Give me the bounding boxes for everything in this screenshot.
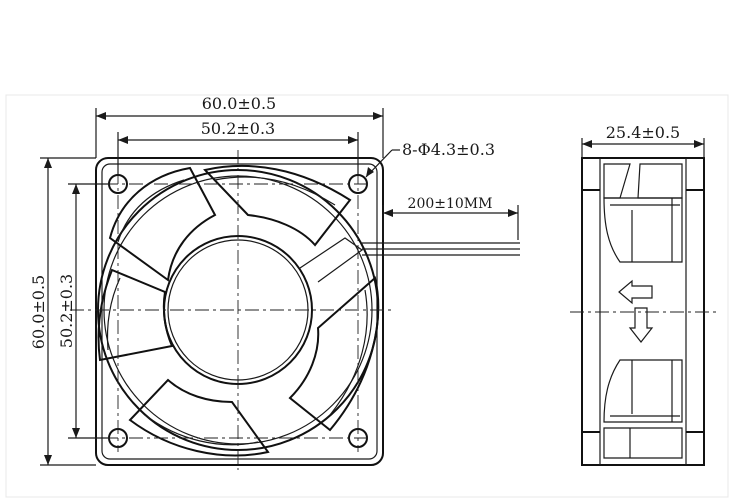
fan-blade [288, 276, 380, 432]
dimension-depth: 25.4±0.5 [581, 123, 705, 158]
lead-wires [362, 242, 520, 256]
wire-spoke [299, 237, 364, 283]
depth-label: 25.4±0.5 [606, 123, 680, 142]
outer-height-label: 60.0±0.5 [29, 275, 48, 349]
fan-blade [108, 166, 217, 282]
drawing-frame [5, 94, 729, 498]
side-blade-section-bottom [582, 359, 704, 459]
side-blade-section-top [582, 163, 704, 263]
fan-blade [203, 165, 352, 247]
hole-spacing-width-label: 50.2±0.3 [201, 119, 275, 138]
callout-mount-holes: 8-Φ4.3±0.3 [365, 140, 495, 178]
fan-blades [97, 165, 380, 457]
side-view: 25.4±0.5 [570, 123, 718, 466]
fan-blade [128, 378, 270, 457]
mount-holes-label: 8-Φ4.3±0.3 [402, 140, 495, 159]
hole-spacing-height-label: 50.2±0.3 [57, 274, 76, 348]
dimension-hole-spacing-width: 50.2±0.3 [117, 119, 359, 176]
arrow-left-icon [618, 279, 653, 305]
side-frame-outline [581, 157, 705, 466]
front-view: 60.0±0.5 50.2±0.3 60.0±0.5 50 [29, 94, 520, 470]
lead-length-label: 200±10MM [408, 196, 493, 212]
dimension-hole-spacing-height: 50.2±0.3 [57, 183, 108, 439]
dimension-outer-width: 60.0±0.5 [95, 94, 384, 158]
arrow-down-icon [628, 307, 654, 343]
dimension-lead-length: 200±10MM [382, 196, 519, 240]
dimension-outer-height: 60.0±0.5 [29, 157, 96, 466]
outer-width-label: 60.0±0.5 [202, 94, 276, 113]
fan-frame-outline [95, 157, 384, 466]
